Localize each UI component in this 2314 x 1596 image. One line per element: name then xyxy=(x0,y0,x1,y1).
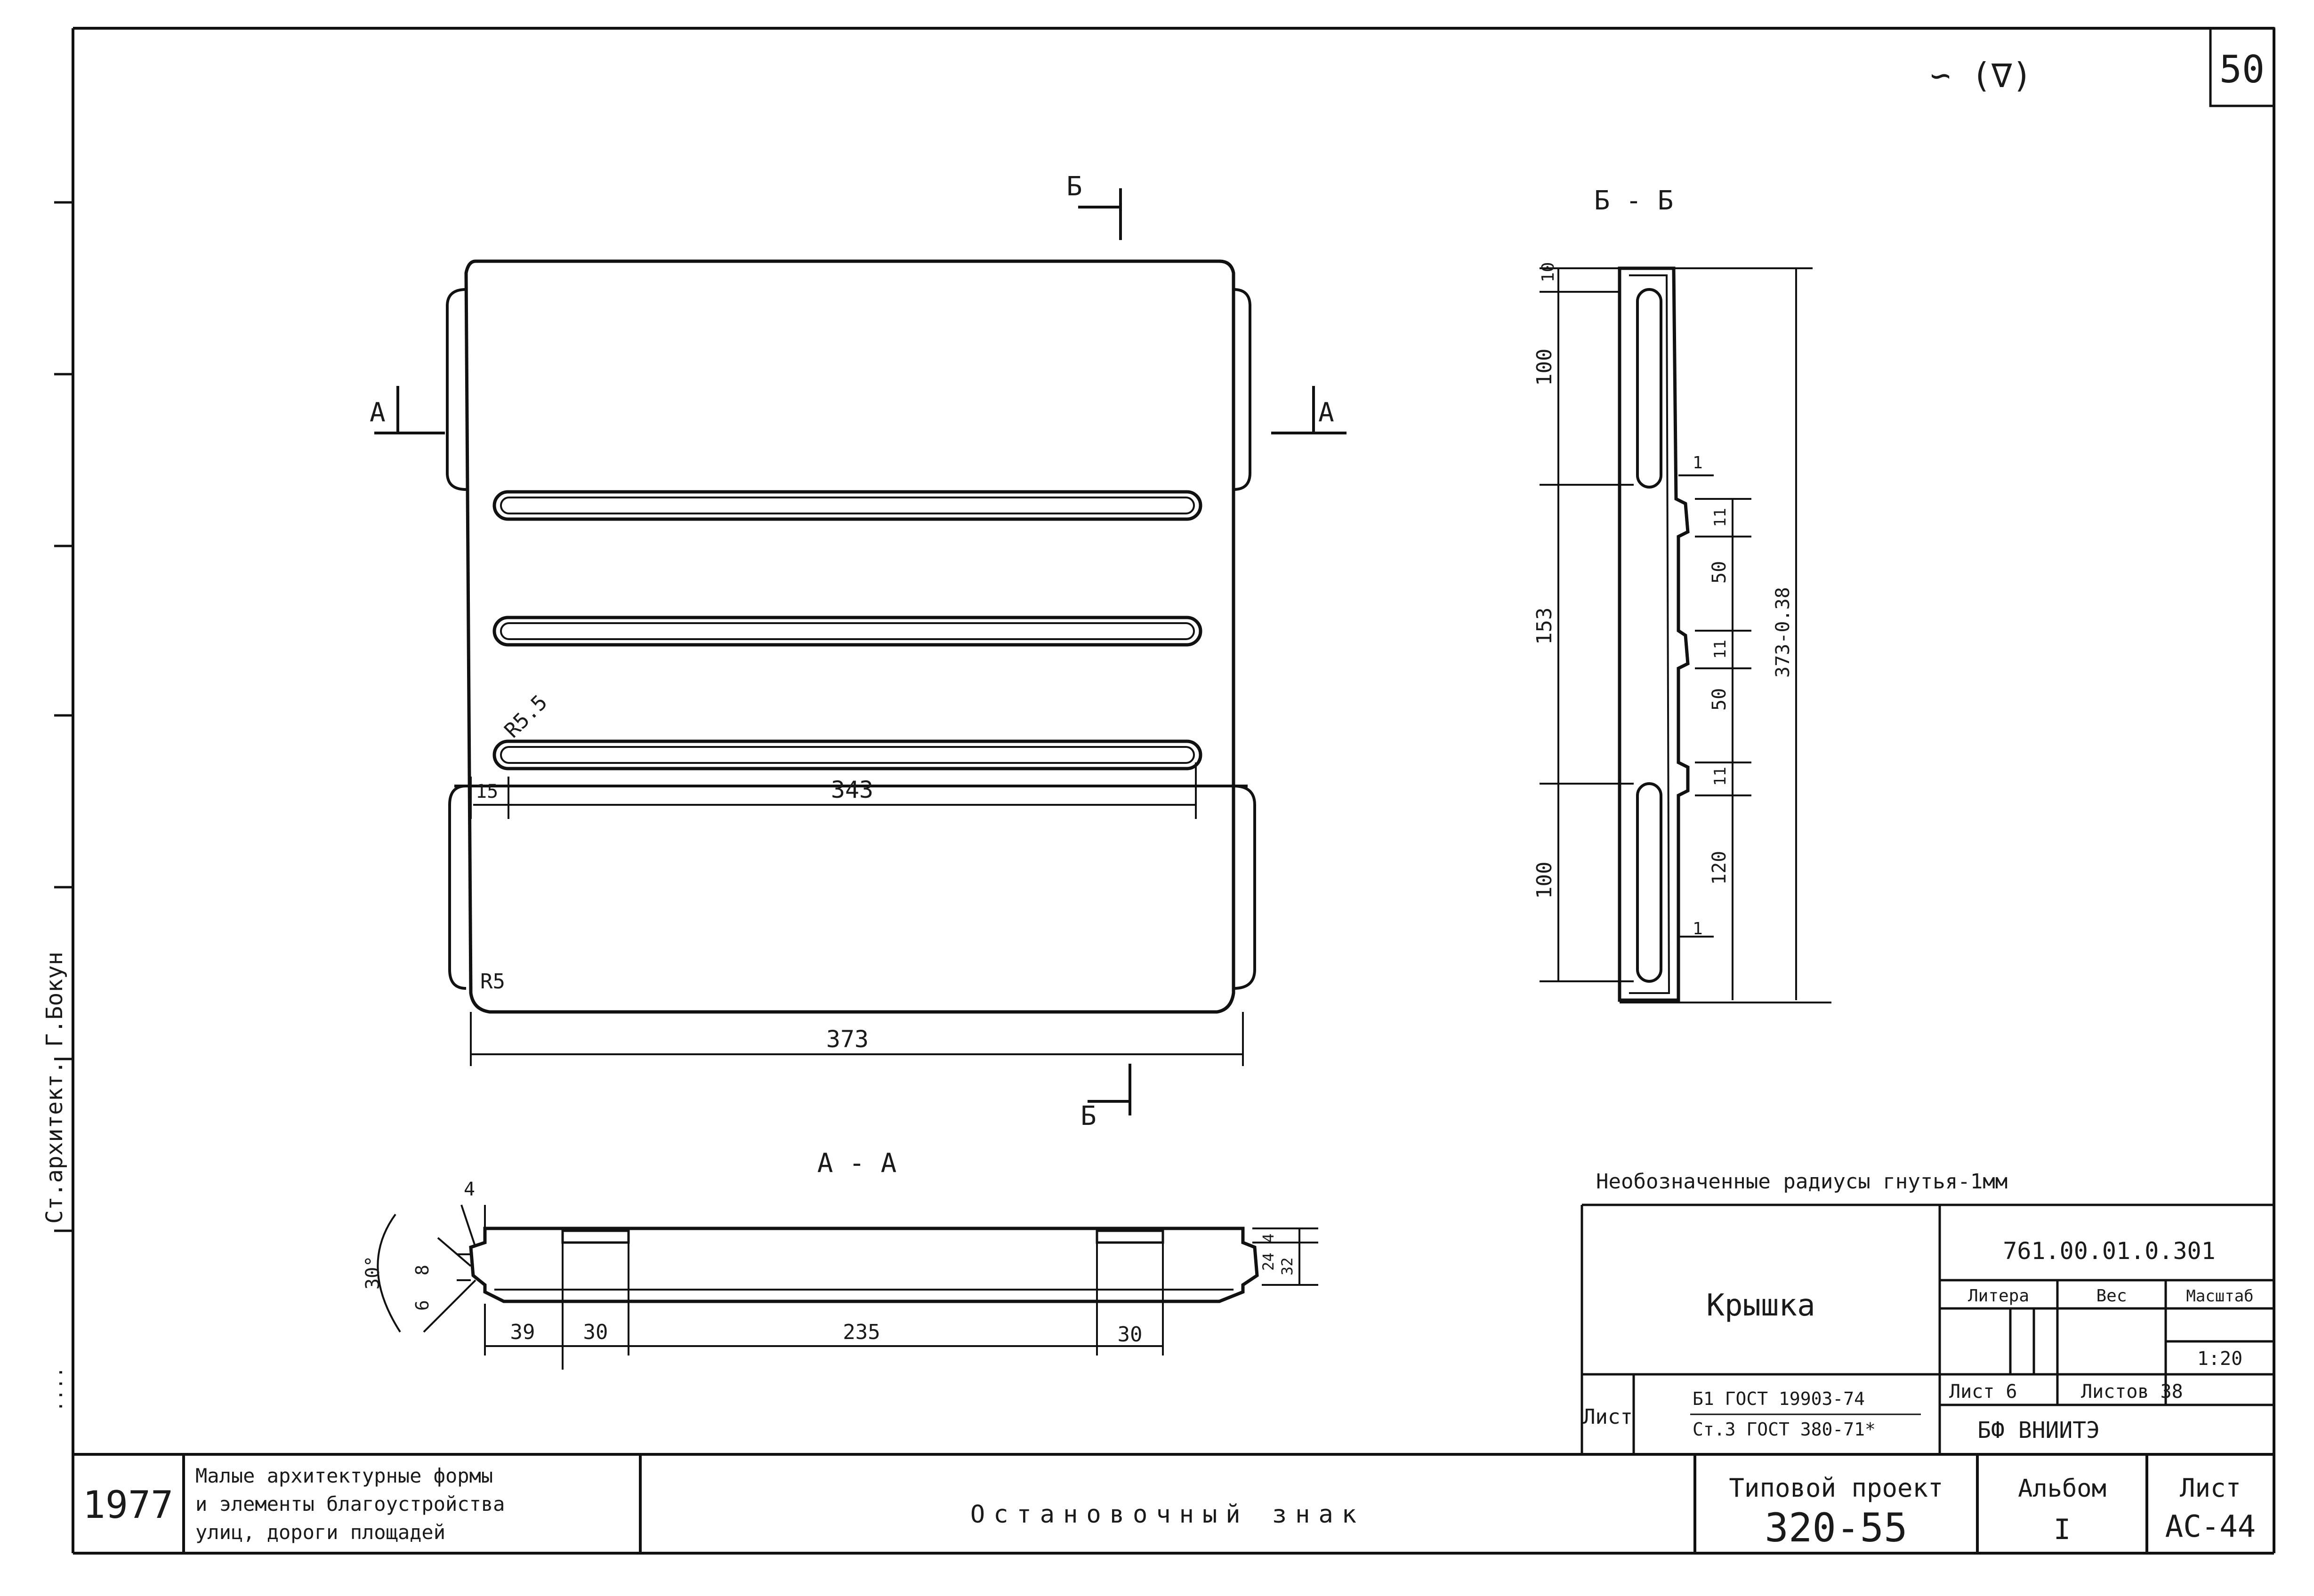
section-mark-b-top: Б xyxy=(1066,171,1082,202)
year: 1977 xyxy=(83,1483,174,1527)
series-title-line-2: и элементы благоустройства xyxy=(195,1492,505,1516)
dim-bb-153: 153 xyxy=(1532,608,1556,645)
bottom-strip-frame xyxy=(73,1453,2274,1553)
title-block-frame xyxy=(1580,1203,2274,1454)
section-mark-a-left: А xyxy=(370,397,386,428)
material-line-1: Б1 ГОСТ 19903-74 xyxy=(1693,1388,1865,1409)
material-line-2: Ст.3 ГОСТ 380-71* xyxy=(1693,1419,1876,1440)
dim-aa-8: 8 xyxy=(412,1265,433,1275)
col-weight: Вес xyxy=(2096,1286,2127,1306)
material-label: Лист xyxy=(1583,1405,1633,1429)
dim-plan-width: 373 xyxy=(826,1026,869,1053)
section-aa-title: А - А xyxy=(817,1148,897,1179)
part-name: Крышка xyxy=(1706,1288,1815,1323)
series-title-line-1: Малые архитектурные формы xyxy=(195,1464,493,1487)
dim-bb-100b: 100 xyxy=(1532,862,1556,899)
scale-value: 1:20 xyxy=(2197,1348,2242,1370)
dim-aa-24: 24 xyxy=(1259,1252,1277,1271)
album-value: I xyxy=(2054,1513,2071,1546)
section-aa: А - А 4 30° 8 6 39 30 2 xyxy=(362,1148,1318,1370)
section-bb-title: Б - Б xyxy=(1594,185,1674,216)
section-mark-b-bottom: Б xyxy=(1080,1101,1097,1131)
side-stamp: Ст.архитект. Г.Бокун xyxy=(41,952,68,1224)
dim-bb-50b: 50 xyxy=(1709,688,1730,711)
roughness-mark: ∽ (∇) xyxy=(1930,56,2032,95)
sheet-value: АС-44 xyxy=(2165,1509,2256,1544)
dim-aa-235: 235 xyxy=(843,1320,880,1344)
subject: Остановочный знак xyxy=(970,1500,1365,1529)
dim-bb-11a: 11 xyxy=(1711,508,1730,527)
dim-bb-11c: 11 xyxy=(1711,767,1730,786)
dim-bb-100a: 100 xyxy=(1532,349,1556,386)
radius-slot: R5.5 xyxy=(500,690,552,743)
series-title-line-3: улиц, дороги площадей xyxy=(195,1521,445,1544)
dim-bb-11b: 11 xyxy=(1711,640,1730,659)
sheet-label: Лист xyxy=(2180,1473,2241,1503)
album-label: Альбом xyxy=(2018,1475,2106,1503)
dim-bb-1a: 1 xyxy=(1693,453,1703,473)
dim-plan-margin: 15 xyxy=(476,781,498,802)
designation: 761.00.01.0.301 xyxy=(2003,1237,2216,1265)
dim-aa-lip: 4 xyxy=(464,1179,475,1200)
section-bb: Б - Б 10 100 xyxy=(1532,185,1831,1003)
project-label: Типовой проект xyxy=(1729,1473,1943,1503)
dim-bb-total: 373-0.38 xyxy=(1772,587,1794,678)
dim-aa-39: 39 xyxy=(510,1320,535,1344)
dim-bb-10: 10 xyxy=(1539,262,1558,282)
section-mark-a-right: А xyxy=(1318,397,1334,428)
frame-ticks xyxy=(54,201,73,1232)
dim-aa-6: 6 xyxy=(412,1300,433,1311)
plan-view: Б А А Б 373 343 15 R5.5 R5 xyxy=(370,171,1346,1131)
dim-bb-120: 120 xyxy=(1709,851,1730,885)
sheets-total: Листов 38 xyxy=(2081,1381,2183,1403)
sheet-info: Лист 6 xyxy=(1949,1381,2017,1403)
side-stamp-2: .... xyxy=(45,1367,67,1412)
dim-bb-50a: 50 xyxy=(1709,561,1730,584)
page-number: 50 xyxy=(2219,48,2265,91)
dim-bb-1b: 1 xyxy=(1693,919,1703,938)
organization: БФ ВНИИТЭ xyxy=(1977,1417,2100,1444)
dim-aa-4b: 4 xyxy=(1259,1234,1277,1243)
project-number: 320-55 xyxy=(1765,1505,1907,1551)
dim-aa-30a: 30 xyxy=(583,1320,608,1344)
dim-aa-32: 32 xyxy=(1278,1257,1296,1275)
dim-aa-30b: 30 xyxy=(1118,1323,1143,1347)
col-litera: Литера xyxy=(1968,1286,2029,1306)
radius-corner: R5 xyxy=(480,970,505,994)
dim-aa-angle: 30° xyxy=(362,1256,384,1290)
dim-plan-slot: 343 xyxy=(831,776,873,803)
sheet-frame xyxy=(72,27,2275,1555)
unmarked-radii-note: Необозначенные радиусы гнутья-1мм xyxy=(1596,1170,2008,1194)
page-number-box: 50 xyxy=(2209,27,2275,107)
col-scale: Масштаб xyxy=(2186,1287,2253,1306)
